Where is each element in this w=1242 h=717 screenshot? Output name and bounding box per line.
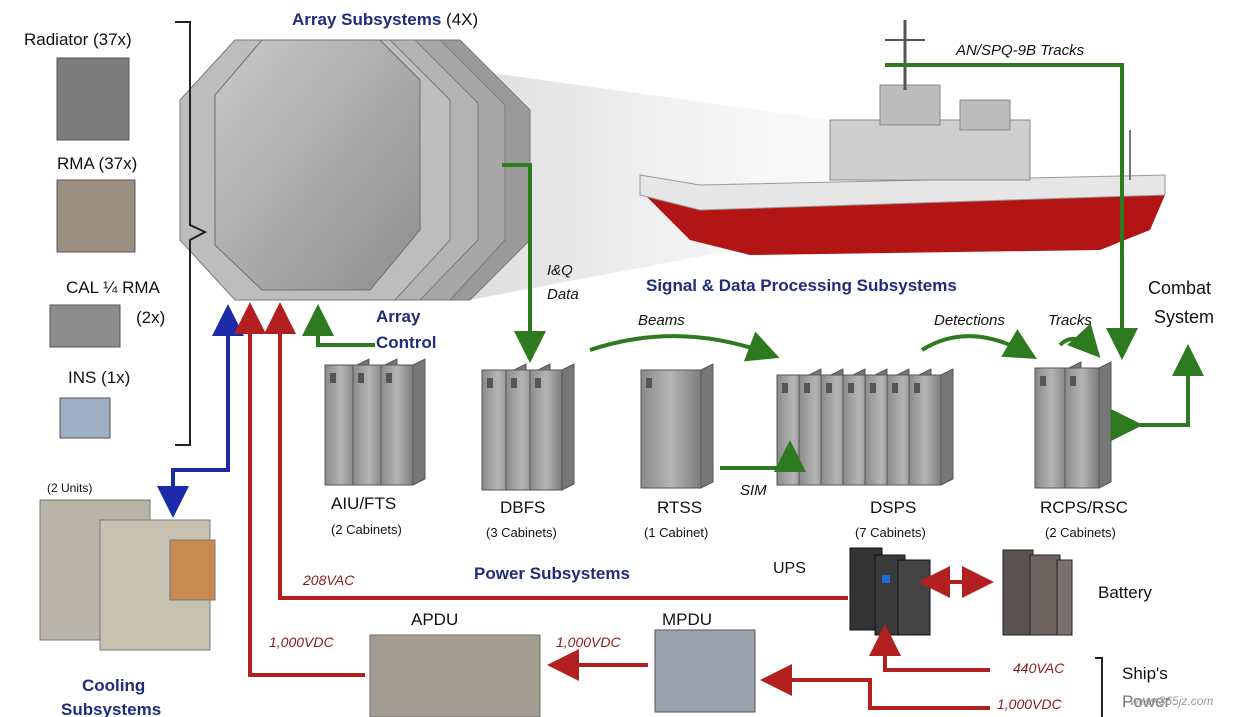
dsps-name: DSPS: [870, 498, 917, 517]
beams-arrow: [589, 331, 780, 362]
dbfs-cabinets: [481, 363, 575, 491]
array-control-arrow: [302, 304, 375, 347]
ship-1000-arrow: [760, 664, 990, 710]
cal-rma-label: CAL ¼ RMA: [66, 278, 160, 297]
cabinet: [324, 364, 358, 486]
iq-data-arrow: [502, 163, 546, 363]
battery-label: Battery: [1098, 583, 1152, 602]
aiu-fts-count: (2 Cabinets): [331, 522, 402, 537]
vac208-label: 208VAC: [303, 572, 355, 588]
vdc1000-mid-label: 1,000VDC: [556, 634, 621, 650]
ups-image: [849, 547, 931, 636]
detections-arrow: [920, 329, 1037, 360]
rtss-name: RTSS: [657, 498, 703, 517]
cabinet: [1064, 367, 1100, 489]
array-subsystems-title: Array Subsystems (4X): [292, 10, 479, 29]
dbfs-name: DBFS: [500, 498, 546, 517]
cooling-units-label: (2 Units): [47, 481, 93, 495]
apdu-label: APDU: [411, 610, 459, 629]
apdu-to-array-arrow: [234, 302, 365, 677]
rcps-rsc-cabinets: [1034, 361, 1112, 489]
rtss-cabinet: [640, 363, 714, 489]
cooling-title-line2: Subsystems: [61, 700, 162, 717]
data-label: Data: [547, 286, 579, 303]
cal-rma-image: [49, 304, 121, 348]
spq9b-tracks-label: AN/SPQ-9B Tracks: [956, 42, 1085, 59]
rtss-count: (1 Cabinet): [644, 525, 709, 540]
mpdu-image: [654, 629, 756, 713]
spq9b-tracks-arrow: [885, 63, 1138, 360]
combat-system-line1: Combat: [1148, 278, 1212, 298]
rma-image: [56, 179, 136, 253]
aiu-fts-name: AIU/FTS: [331, 494, 397, 513]
vac440-label: 440VAC: [1013, 660, 1065, 676]
cooling-units-image: [39, 499, 216, 651]
beams-label: Beams: [638, 312, 685, 329]
combat-system-line2: System: [1154, 307, 1215, 327]
cooling-arrow: [157, 313, 230, 518]
detections-label: Detections: [934, 312, 1005, 329]
array-control-line2: Control: [376, 333, 437, 352]
dbfs-count: (3 Cabinets): [486, 525, 557, 540]
cabinets-illustrations: [324, 358, 1112, 491]
rcps-rsc-name: RCPS/RSC: [1040, 498, 1128, 517]
sim-label: SIM: [740, 482, 767, 499]
cabinet: [380, 364, 414, 486]
cabinet: [529, 369, 563, 491]
ups-label: UPS: [773, 560, 806, 577]
vdc1000-ship-label: 1,000VDC: [997, 696, 1062, 712]
vdc1000-left-label: 1,000VDC: [269, 634, 334, 650]
signal-flow-arrows: [302, 63, 1204, 472]
radiator-image: [56, 57, 130, 141]
ins-image: [59, 397, 111, 439]
cabinet: [908, 374, 942, 486]
iq-label: I&Q: [547, 262, 573, 279]
watermark: www.365jz.com: [1130, 694, 1214, 708]
array-panels-illustration: [179, 39, 531, 301]
radiator-label: Radiator (37x): [24, 30, 132, 49]
rcps-rsc-count: (2 Cabinets): [1045, 525, 1116, 540]
cooling-title-line1: Cooling: [82, 676, 146, 695]
combat-system-arrow: [1111, 344, 1204, 441]
sim-arrow: [720, 440, 806, 472]
power-arrows: [234, 302, 994, 710]
cal-rma-count: (2x): [136, 308, 166, 327]
array-control-line1: Array: [376, 307, 421, 326]
ins-label: INS (1x): [68, 368, 131, 387]
vac208-arrow: [264, 302, 848, 600]
dsps-cabinets: [776, 368, 954, 486]
apdu-image: [369, 634, 541, 717]
mpdu-label: MPDU: [662, 610, 713, 629]
tracks-label: Tracks: [1048, 312, 1092, 329]
dsps-count: (7 Cabinets): [855, 525, 926, 540]
cabinet: [1034, 367, 1070, 489]
ship-illustration: [639, 20, 1166, 255]
power-subsystems-title: Power Subsystems: [474, 564, 630, 583]
ships-power-line1: Ship's: [1122, 664, 1168, 683]
cabinet: [352, 364, 386, 486]
rma-label: RMA (37x): [57, 154, 138, 173]
battery-image: [1002, 549, 1073, 636]
components-bracket: [175, 21, 208, 446]
signal-processing-title: Signal & Data Processing Subsystems: [646, 276, 957, 295]
tracks-loop-arrow: [1058, 323, 1101, 358]
aiu-fts-cabinets: [324, 358, 426, 486]
ships-power-line2: Power: [1122, 692, 1171, 711]
ship-440-arrow: [869, 624, 990, 672]
